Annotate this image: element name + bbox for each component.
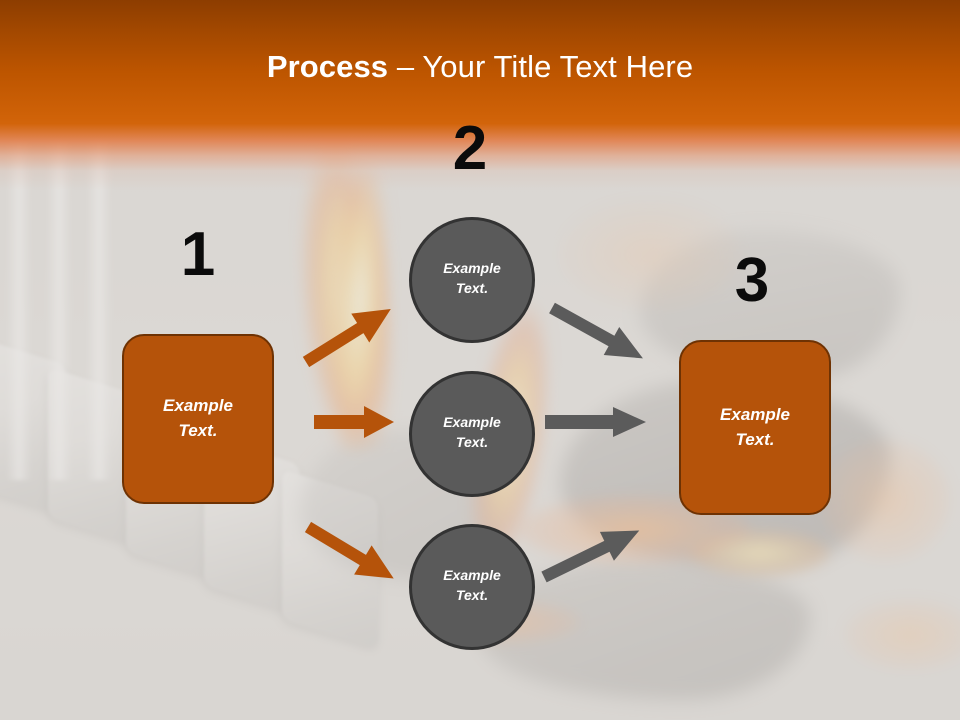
arrow-right-icon — [545, 407, 646, 437]
arrow-up-right-icon — [537, 516, 646, 591]
circle-top-label: Example Text. — [443, 259, 501, 300]
input-box-label: Example Text. — [163, 394, 233, 443]
input-box-label-line2: Text. — [178, 421, 218, 440]
circle-middle-label: Example Text. — [443, 413, 501, 454]
circle-bottom-label-line2: Text. — [455, 587, 489, 603]
arrow-down-right-icon — [544, 294, 650, 372]
input-box[interactable]: Example Text. — [122, 334, 274, 504]
circle-bottom-label-line1: Example — [443, 567, 501, 584]
circle-top-label-line1: Example — [443, 260, 501, 277]
circle-middle-label-line1: Example — [443, 414, 501, 431]
page-title: Process – Your Title Text Here — [0, 49, 960, 84]
arrow-right-icon — [314, 406, 394, 438]
page-title-strong: Process — [266, 49, 389, 84]
step-number-3: 3 — [734, 246, 770, 315]
input-box-label-line1: Example — [163, 396, 233, 416]
circle-top-label-line2: Text. — [455, 280, 489, 296]
step-number-2: 2 — [452, 114, 488, 183]
page-title-rest: – Your Title Text Here — [388, 49, 694, 84]
step-number-1: 1 — [180, 220, 216, 289]
circle-top[interactable]: Example Text. — [409, 217, 535, 343]
title-band — [0, 0, 960, 190]
output-box-label: Example Text. — [720, 403, 790, 452]
output-box-label-line2: Text. — [735, 429, 775, 449]
circle-middle-label-line2: Text. — [455, 434, 489, 450]
output-box[interactable]: Example Text. — [679, 340, 831, 515]
output-box-label-line1: Example — [720, 404, 790, 424]
circle-bottom[interactable]: Example Text. — [409, 524, 535, 650]
circle-bottom-label: Example Text. — [443, 566, 501, 607]
arrow-up-right-icon — [297, 295, 400, 377]
circle-middle[interactable]: Example Text. — [409, 371, 535, 497]
arrow-down-right-icon — [299, 512, 402, 593]
